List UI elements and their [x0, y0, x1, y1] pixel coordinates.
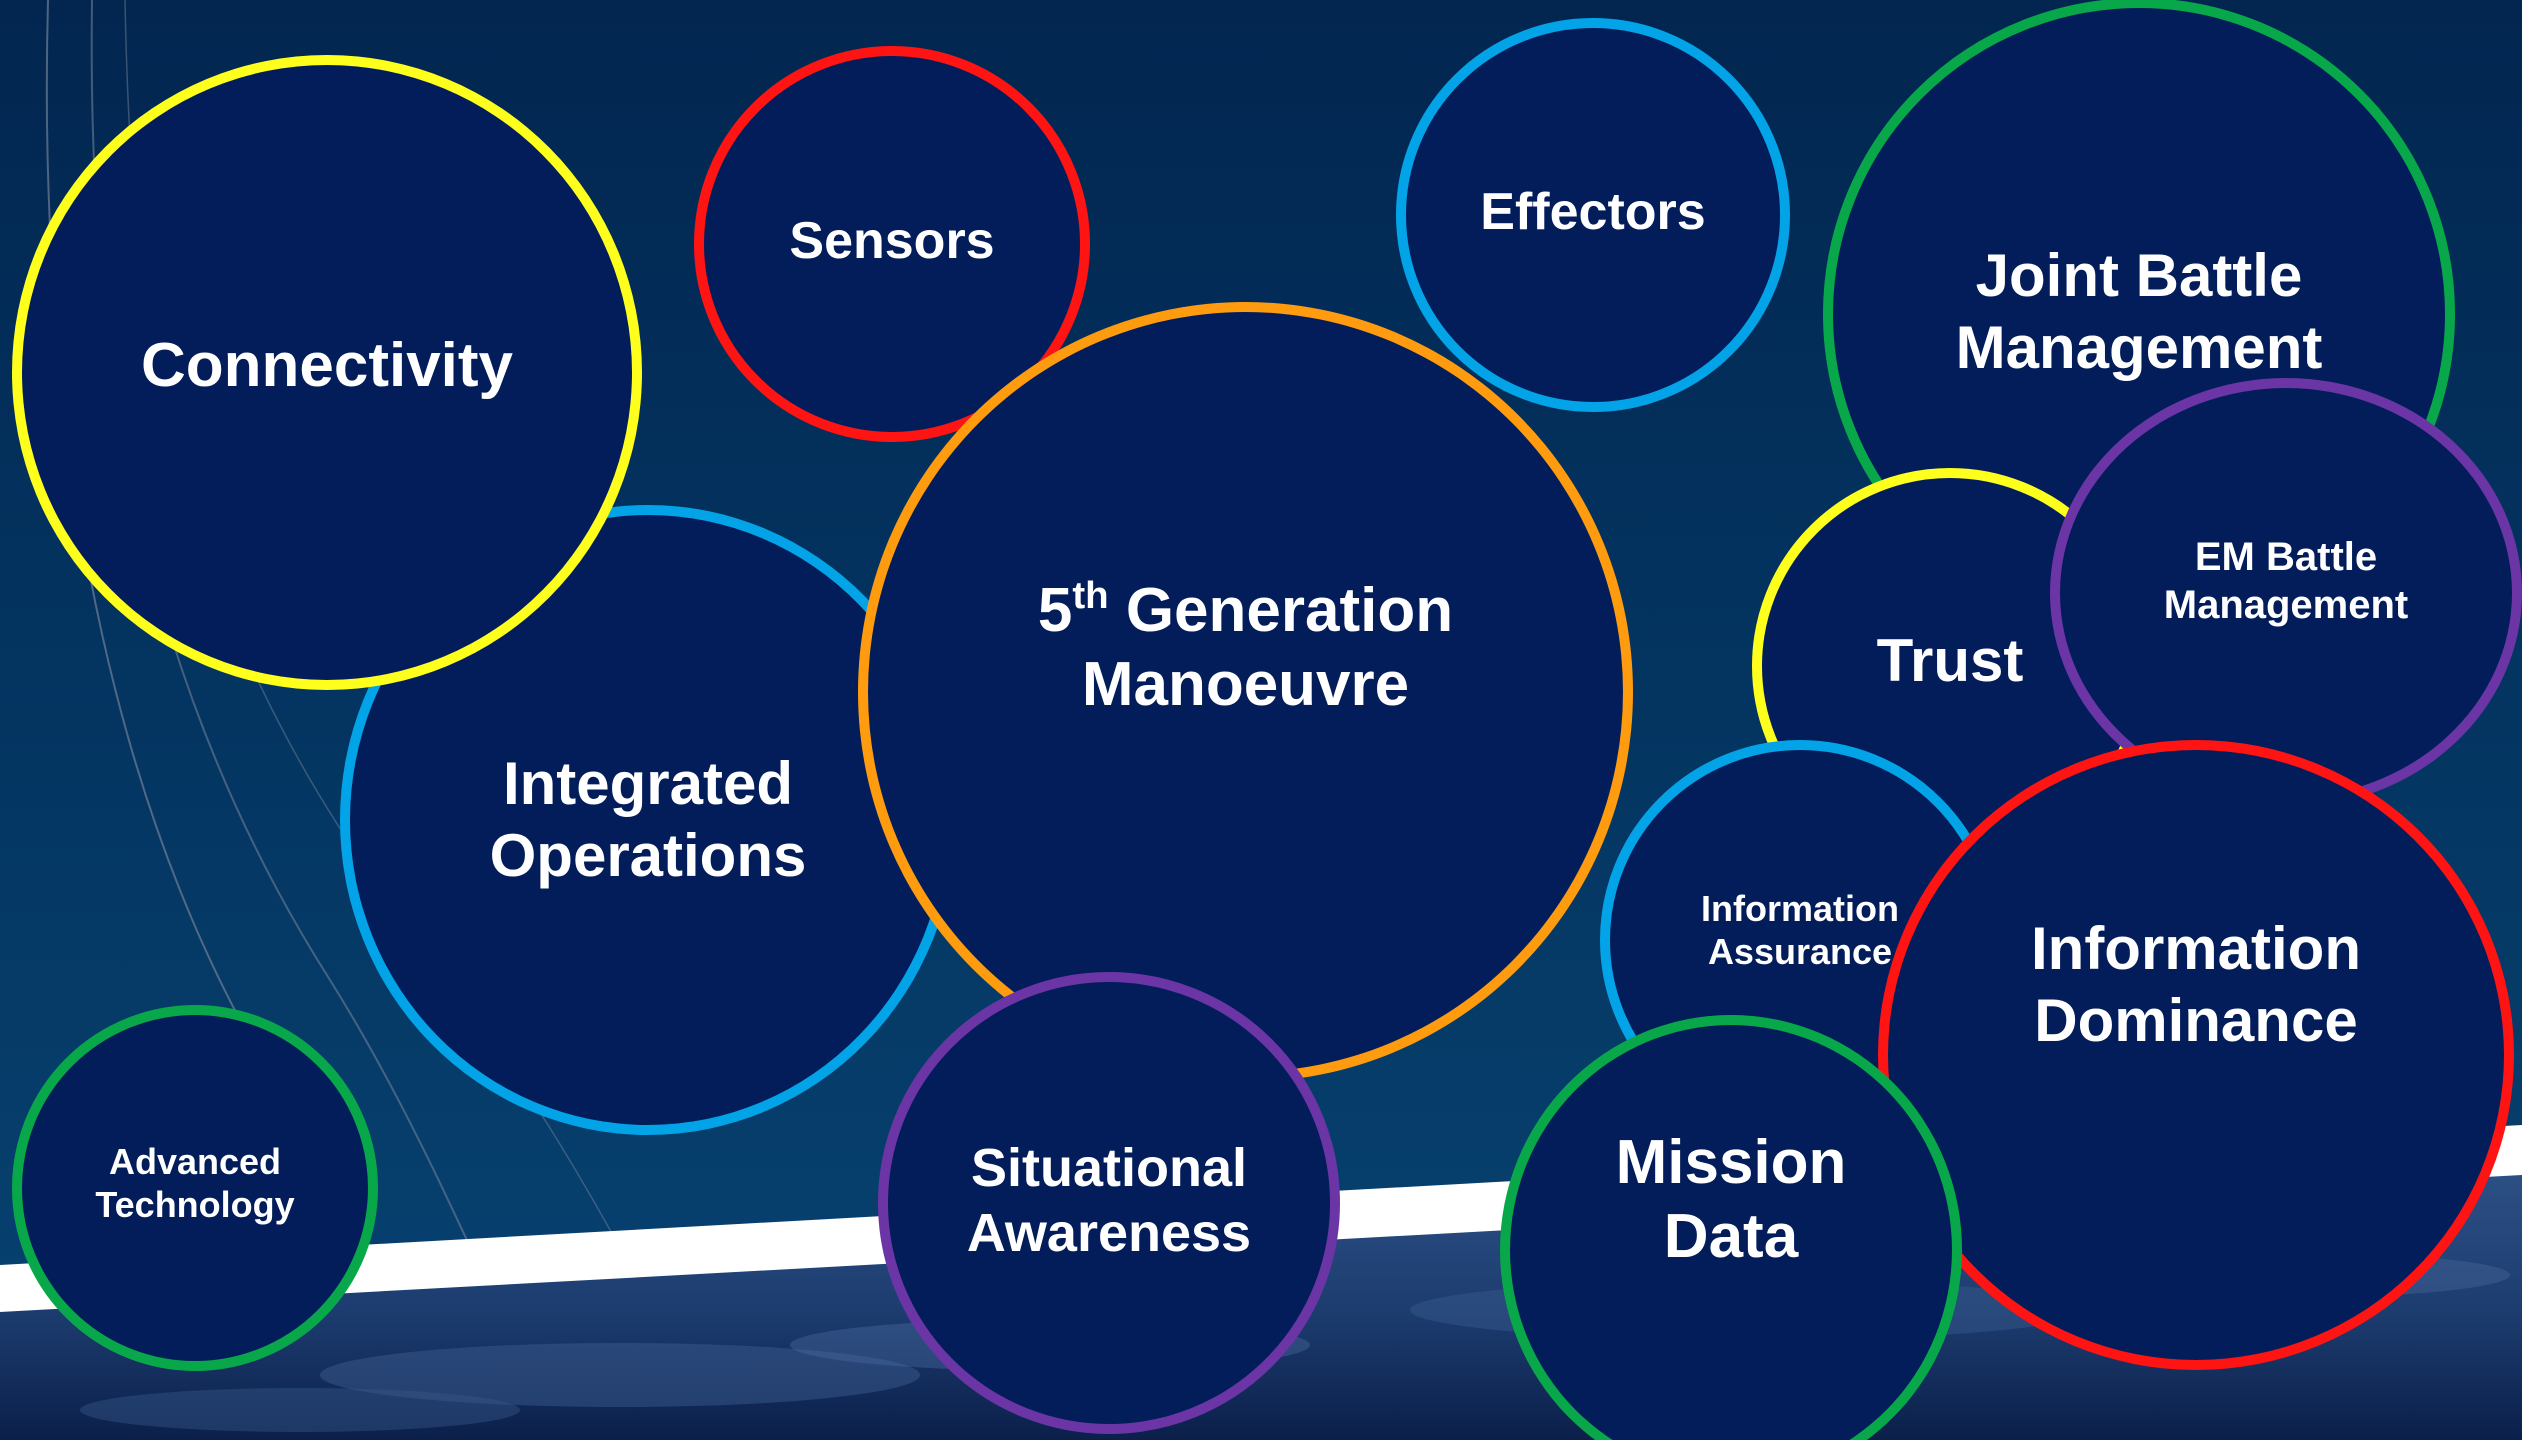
trust-label: Trust	[1876, 627, 2024, 694]
connectivity-bubble: Connectivity	[12, 55, 642, 690]
em-battle-management-label: EM Battle Management	[2163, 535, 2409, 627]
fifth-generation-manoeuvre-label: 5th Generation Manoeuvre	[1037, 573, 1454, 719]
advanced-technology-label: Advanced Technology	[95, 1140, 295, 1225]
sensors-label: Sensors	[789, 211, 995, 270]
effectors-label: Effectors	[1480, 182, 1706, 241]
mission-data-bubble: Mission Data	[1500, 1015, 1962, 1440]
information-assurance-label: Information Assurance	[1701, 887, 1899, 972]
em-battle-management-bubble: EM Battle Management	[2050, 378, 2522, 808]
integrated-operations-label: Integrated Operations	[489, 750, 807, 889]
fifth-generation-manoeuvre-bubble: 5th Generation Manoeuvre	[858, 302, 1633, 1082]
effectors-bubble: Effectors	[1396, 18, 1790, 412]
advanced-technology-bubble: Advanced Technology	[12, 1005, 378, 1371]
information-dominance-label: Information Dominance	[2031, 915, 2361, 1054]
joint-battle-management-label: Joint Battle Management	[1955, 242, 2323, 381]
situational-awareness-bubble: Situational Awareness	[878, 972, 1340, 1434]
information-dominance-bubble: Information Dominance	[1878, 740, 2514, 1370]
connectivity-label: Connectivity	[140, 331, 514, 401]
situational-awareness-label: Situational Awareness	[966, 1138, 1252, 1263]
mission-data-label: Mission Data	[1615, 1127, 1847, 1271]
